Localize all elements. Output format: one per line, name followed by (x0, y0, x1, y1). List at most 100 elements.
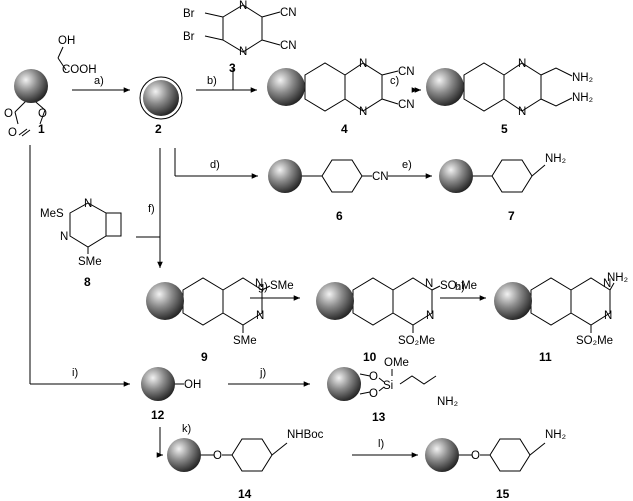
reaction-arrows: a) b) c) d) e) f) g) h) i) j) k) l) (29, 68, 486, 458)
benzene-ring (489, 438, 531, 472)
bead-outline (139, 76, 183, 120)
benzene-ring (231, 438, 273, 472)
compound-13: O O Si OMe NH₂ 13 (327, 357, 458, 424)
benzene-ring (491, 159, 533, 193)
pyrazine-ring (222, 4, 263, 53)
compound-number: 5 (501, 122, 508, 136)
o-label: O (4, 108, 13, 120)
compound-number: 10 (363, 350, 377, 364)
fused-ring (182, 277, 224, 326)
compound-10: N N SO₂Me SO₂Me 10 (316, 277, 477, 364)
pyrazine-ring (503, 62, 542, 112)
bond (18, 128, 28, 136)
bond (378, 377, 385, 383)
compound-14: O NHBoc 14 (167, 429, 324, 501)
compound-9: N N SMe SMe 9 (146, 277, 294, 364)
step-label-f: f) (148, 203, 155, 215)
bond (529, 442, 546, 456)
n-label: N (239, 46, 247, 58)
n-label: N (426, 310, 434, 322)
oh-label: OH (58, 35, 75, 47)
nh2-label: NH₂ (545, 429, 566, 441)
compound-number: 12 (151, 408, 165, 422)
bond (540, 67, 573, 77)
so2me-label: SO₂Me (440, 280, 477, 292)
o-label: O (38, 108, 47, 120)
cn-label: CN (280, 40, 297, 52)
nh2-label: NH₂ (572, 92, 593, 104)
o-label: O (8, 127, 17, 139)
step-label-a: a) (94, 75, 104, 87)
compound-number: 14 (238, 487, 252, 501)
step-label-d: d) (210, 159, 220, 171)
oh-label: OH (184, 379, 201, 391)
sme-label: SMe (270, 280, 294, 292)
n-label: N (604, 310, 612, 322)
compound-11: N N NH₂ SO₂Me 11 (494, 272, 628, 364)
resin-bead-icon (267, 68, 305, 106)
resin-bead-icon (268, 159, 302, 193)
n-label: N (60, 231, 68, 243)
pyrimidine-ring (570, 277, 611, 326)
resin-bead-icon (494, 282, 532, 320)
nh2-label: NH₂ (607, 272, 628, 284)
resin-bead-icon (439, 159, 473, 193)
bond (540, 97, 573, 107)
compound-number: 4 (341, 122, 348, 136)
n-label: N (359, 106, 367, 118)
compound-2: 2 (139, 76, 183, 136)
compound-number: 9 (201, 350, 208, 364)
n-label: N (518, 58, 526, 70)
propyl-chain (399, 375, 437, 385)
sme-label: SMe (233, 335, 257, 347)
o-label: O (369, 388, 378, 400)
n-label: N (603, 278, 611, 290)
nh2-label: NH₂ (572, 72, 593, 84)
nhboc-label: NHBoc (287, 429, 324, 441)
n-label: N (256, 310, 264, 322)
bond (359, 391, 371, 395)
compound-number: 7 (508, 209, 515, 223)
sme-label: SMe (78, 256, 102, 268)
compound-4: N N CN CN 4 (267, 58, 415, 136)
step-label-j: j) (259, 367, 266, 379)
bond (381, 70, 399, 76)
o-label: O (213, 450, 222, 462)
br-label: Br (183, 31, 195, 43)
bond (14, 111, 19, 125)
cn-label: CN (398, 66, 415, 78)
cooh-label: COOH (62, 64, 97, 76)
pyrimidine-ring (222, 277, 263, 326)
compound-15: O NH₂ 15 (425, 429, 566, 501)
n-label: N (84, 198, 92, 210)
resin-bead-icon (426, 68, 464, 106)
step-label-g: g) (258, 281, 268, 293)
o-label: O (369, 371, 378, 383)
compound-8: MeS N N SMe 8 (40, 198, 122, 289)
fused-ring (304, 62, 346, 112)
resin-bead-icon (141, 367, 175, 401)
bond (531, 164, 546, 177)
compound-number: 2 (155, 122, 162, 136)
n-label: N (239, 0, 247, 12)
step-label-e: e) (402, 159, 412, 171)
ome-label: OMe (384, 357, 409, 369)
benzene-ring (321, 159, 363, 193)
nh2-label: NH₂ (545, 153, 566, 165)
compound-number: 1 (38, 122, 45, 136)
n-label: N (518, 106, 526, 118)
bond (378, 386, 385, 392)
pyrimidine-ring (392, 277, 433, 326)
compound-7: NH₂ 7 (439, 153, 566, 223)
bond (57, 57, 67, 71)
bond (204, 35, 224, 41)
step-label-c: c) (390, 75, 399, 87)
compound-12: OH 12 (141, 367, 201, 422)
step-label-l: l) (378, 438, 384, 450)
bond (271, 442, 288, 456)
compound-3: Br Br N N CN CN 3 (183, 0, 297, 75)
bond (261, 39, 281, 46)
bond (609, 282, 615, 291)
cn-label: CN (372, 171, 389, 183)
